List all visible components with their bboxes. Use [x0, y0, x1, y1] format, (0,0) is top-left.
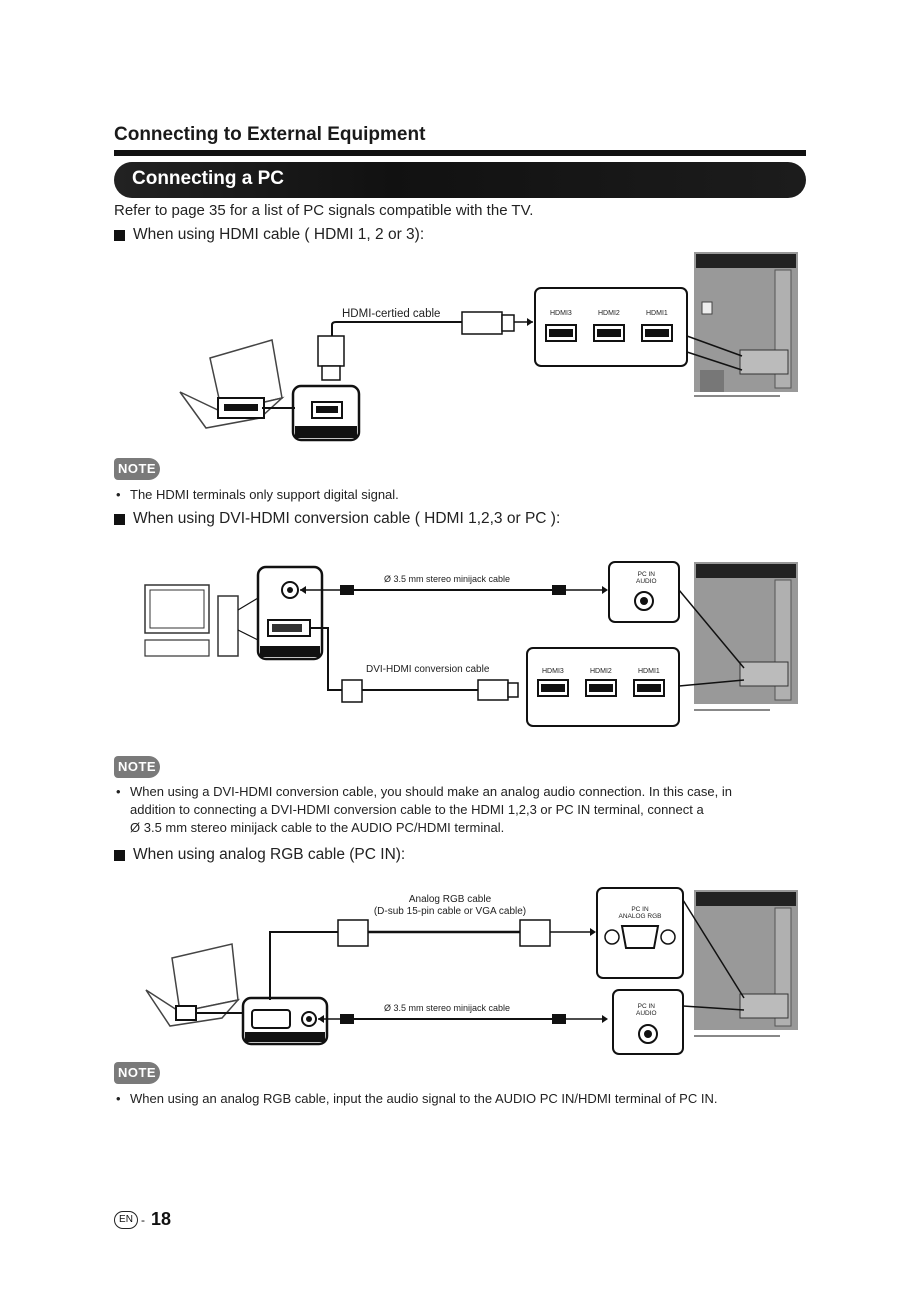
desktop-pc-icon	[144, 584, 239, 657]
dvi-heading: When using DVI-HDMI conversion cable ( H…	[114, 510, 560, 528]
hdmi3-port-label: HDMI3	[542, 668, 564, 675]
square-bullet-icon	[114, 229, 125, 241]
pc-rgb-audio-port-box	[241, 996, 329, 1046]
hdmi-plug-icon	[317, 311, 515, 381]
rgb-cable-label: Analog RGB cable (D-sub 15-pin cable or …	[340, 894, 560, 918]
dvi-note-line-3: Ø 3.5 mm stereo minijack cable to the AU…	[130, 820, 505, 835]
tv-hdmi-port-panel	[534, 287, 688, 367]
square-bullet-icon	[114, 849, 125, 861]
dvi-cable-label: DVI-HDMI conversion cable	[366, 664, 490, 675]
page-dash: -	[141, 1212, 145, 1227]
audio-cable-label: Ø 3.5 mm stereo minijack cable	[384, 574, 511, 584]
pc-in-label: PC IN	[631, 906, 649, 913]
hdmi-note: The HDMI terminals only support digital …	[116, 486, 399, 504]
hdmi1-port-label: HDMI1	[638, 668, 660, 675]
pc-in-audio-label: PC IN AUDIO	[636, 1003, 657, 1017]
dvi-note-line-2: addition to connecting a DVI-HDMI conver…	[130, 802, 704, 817]
laptop-icon	[179, 339, 285, 429]
section-title: Connecting to External Equipment	[114, 124, 426, 145]
rgb-heading: When using analog RGB cable (PC IN):	[114, 846, 405, 864]
laptop-icon	[145, 943, 241, 1027]
tv-dvi-hdmi-port-panel	[526, 647, 680, 727]
audio-cable-label: Ø 3.5 mm stereo minijack cable	[384, 1003, 511, 1013]
note-badge: NOTE	[114, 756, 160, 778]
square-bullet-icon	[114, 513, 125, 525]
page-number: 18	[151, 1209, 172, 1229]
note-badge: NOTE	[114, 458, 160, 480]
audio-label: AUDIO	[636, 1010, 657, 1017]
hdmi-heading-text: When using HDMI cable ( HDMI 1, 2 or 3):	[133, 226, 425, 243]
rgb-note: When using an analog RGB cable, input th…	[116, 1090, 717, 1108]
audio-label: AUDIO	[636, 578, 657, 585]
note-badge: NOTE	[114, 1062, 160, 1084]
tv-side-view-icon	[694, 562, 798, 711]
tv-side-view-icon	[694, 252, 798, 397]
page-footer: EN - 18	[114, 1209, 171, 1230]
analog-rgb-label: ANALOG RGB	[618, 913, 662, 920]
rgb-heading-text: When using analog RGB cable (PC IN):	[133, 846, 406, 863]
hdmi-cable-label: HDMI-certied cable	[342, 308, 441, 320]
language-badge: EN	[114, 1210, 138, 1229]
rgb-cable-label-line-2: (D-sub 15-pin cable or VGA cable)	[373, 906, 527, 917]
hdmi3-port-label: HDMI3	[550, 310, 572, 317]
dvi-note-line-1: When using a DVI-HDMI conversion cable, …	[116, 783, 732, 801]
hdmi2-port-label: HDMI2	[590, 668, 612, 675]
tv-pc-in-rgb-panel	[596, 887, 684, 979]
subsection-banner: Connecting a PC	[114, 162, 806, 198]
pc-in-label: PC IN	[637, 1003, 655, 1010]
pc-dvi-audio-port-box	[256, 565, 324, 661]
rgb-cable-label-line-1: Analog RGB cable	[408, 894, 492, 905]
pc-in-audio-label: PC IN AUDIO	[636, 571, 657, 585]
pc-in-label: PC IN	[637, 571, 655, 578]
hdmi2-port-label: HDMI2	[598, 310, 620, 317]
dvi-heading-text: When using DVI-HDMI conversion cable ( H…	[133, 510, 561, 527]
intro-text: Refer to page 35 for a list of PC signal…	[114, 202, 534, 219]
pc-hdmi-port-box	[291, 384, 361, 442]
tv-side-view-icon	[694, 890, 798, 1037]
pc-in-rgb-label: PC IN ANALOG RGB	[610, 906, 670, 920]
section-rule	[114, 150, 806, 156]
banner-title: Connecting a PC	[132, 168, 285, 189]
hdmi1-port-label: HDMI1	[646, 310, 668, 317]
tv-pc-in-audio-panel	[612, 989, 684, 1055]
hdmi-heading: When using HDMI cable ( HDMI 1, 2 or 3):	[114, 226, 424, 244]
